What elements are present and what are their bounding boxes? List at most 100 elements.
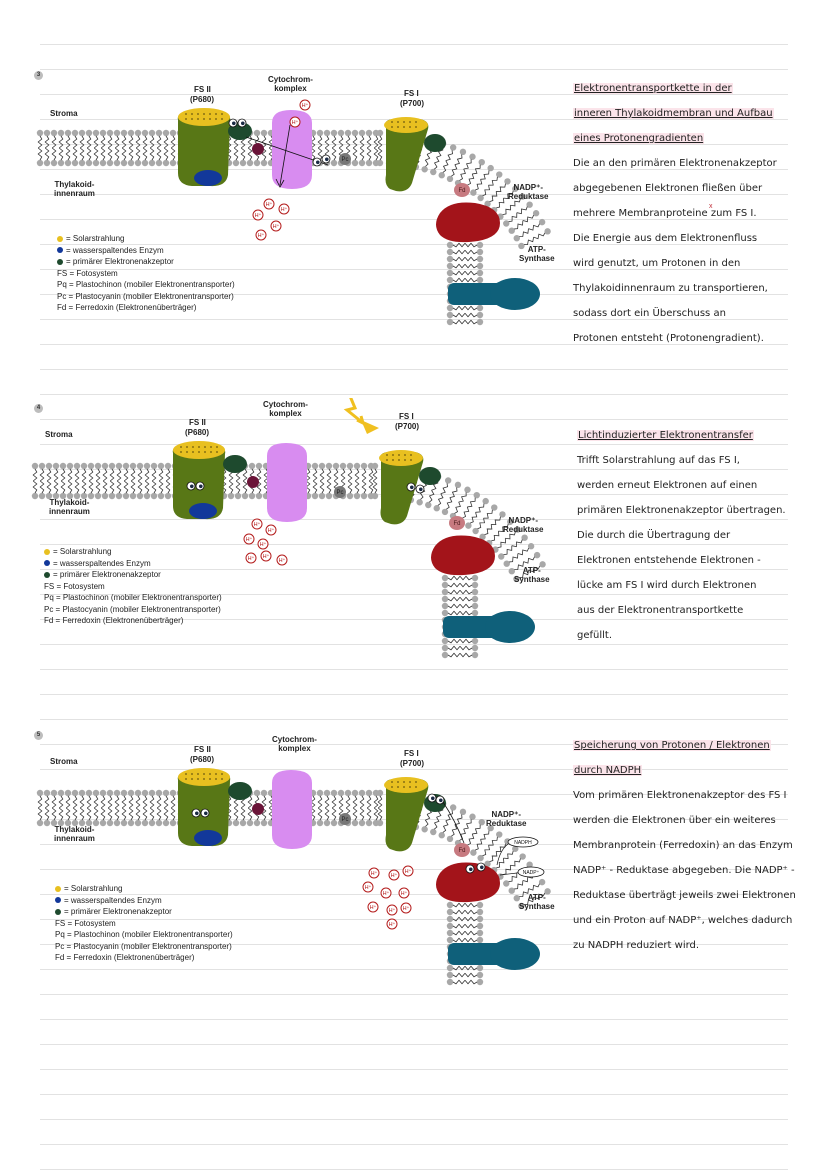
note-body-line: gefüllt.	[577, 630, 613, 641]
pc-label: Pc	[341, 157, 348, 163]
lipid-molecule	[87, 462, 95, 500]
note-body-line: zu NADPH reduziert wird.	[573, 940, 700, 951]
legend-item: FS = Fotosystem	[44, 581, 222, 593]
note-body-line: primären Elektronenakzeptor übertragen.	[577, 505, 786, 516]
note-body: Vom primären Elektronenakzeptor des FS I…	[573, 783, 796, 958]
h-ion-label: H⁺	[401, 890, 408, 897]
lipid-molecule	[78, 789, 86, 827]
lipid-molecule	[38, 462, 46, 500]
legend-item: Pq = Plastochinon (mobiler Elektronentra…	[44, 592, 222, 604]
note-title: Lichtinduzierter Elektronentransfer	[577, 423, 799, 448]
electron-icon	[476, 862, 486, 872]
lipid-molecule	[518, 888, 551, 910]
note-title-text: eines Protonengradienten	[573, 133, 705, 144]
lipid-molecule	[503, 201, 533, 227]
electron-icon	[228, 118, 238, 128]
legend-item: = primärer Elektronenakzeptor	[57, 256, 235, 268]
proton-h-ion: H⁺	[362, 881, 374, 893]
legend-item: = primärer Elektronenakzeptor	[44, 569, 222, 581]
note-body-line: werden die Elektronen über ein weiteres	[573, 815, 776, 826]
lipid-molecule	[441, 609, 479, 617]
lipid-molecule	[446, 269, 484, 277]
plastoquinone	[252, 803, 264, 815]
photosystem-1	[384, 117, 429, 192]
green-dot-icon	[44, 571, 50, 578]
lipid-molecule	[446, 311, 484, 319]
note-body-line: aus der Elektronentransportkette	[577, 605, 744, 616]
lipid-molecule	[446, 808, 467, 843]
lipid-molecule	[446, 915, 484, 923]
lipid-molecule	[99, 789, 107, 827]
legend-item: = wasserspaltendes Enzym	[57, 245, 235, 257]
lipid-molecule	[43, 789, 51, 827]
note-body-line: Die Energie aus dem Elektronenfluss	[573, 233, 758, 244]
legend-item: = wasserspaltendes Enzym	[44, 558, 222, 570]
lipid-molecule	[438, 804, 457, 839]
lipid-molecule	[330, 129, 338, 167]
lipid-molecule	[318, 462, 326, 500]
lipid-molecule	[490, 845, 519, 874]
lipid-molecule	[441, 644, 479, 652]
lipid-molecule	[351, 789, 359, 827]
legend-text: = wasserspaltendes Enzym	[53, 558, 151, 568]
lipid-molecule	[446, 978, 484, 986]
lipid-molecule	[80, 462, 88, 500]
proton-h-ion: H⁺	[260, 550, 272, 562]
stroma-label: Stroma	[45, 430, 73, 439]
lipid-molecule	[36, 789, 44, 827]
lipid-molecule	[446, 908, 484, 916]
legend-item: FS = Fotosystem	[55, 918, 233, 930]
h-ion-label: H⁺	[268, 527, 275, 534]
ferredoxin: Fd	[454, 843, 470, 857]
lipid-molecule	[106, 129, 114, 167]
lipid-molecule	[155, 789, 163, 827]
lipid-molecule	[477, 171, 503, 202]
lipid-molecule	[446, 241, 484, 249]
lipid-molecule	[513, 561, 546, 583]
legend-text: Pq = Plastochinon (mobiler Elektronentra…	[57, 280, 235, 289]
proton-h-ion: H⁺	[388, 869, 400, 881]
h-ion-label: H⁺	[292, 119, 299, 126]
lipid-molecule	[141, 789, 149, 827]
h-ion-label: H⁺	[403, 905, 410, 912]
lipid-molecule	[260, 129, 268, 167]
h-ion-label: H⁺	[365, 884, 372, 891]
solar-radiation-cap	[178, 768, 230, 786]
photosystem-2	[177, 768, 231, 847]
lumen-label: Thylakoid- innenraum	[49, 498, 90, 516]
photosystem-1	[379, 450, 424, 525]
proton-h-ion: H⁺	[265, 524, 277, 536]
proton-h-ion: H⁺	[255, 229, 267, 241]
fd-label: Fd	[453, 521, 460, 527]
note-title-line: durch NADPH	[573, 758, 795, 783]
atp-synthase-label: ATP- Synthase	[514, 566, 550, 584]
lipid-molecule	[157, 462, 165, 500]
lipid-molecule	[323, 789, 331, 827]
lipid-molecule	[113, 129, 121, 167]
h-ion-label: H⁺	[263, 553, 270, 560]
lipid-molecule	[164, 462, 172, 500]
nadp-reductase-label: NADP⁺- Reduktase	[486, 810, 527, 828]
note-title-line: Lichtinduzierter Elektronentransfer	[577, 423, 799, 448]
lipid-molecule	[358, 129, 366, 167]
lipid-molecule	[36, 129, 44, 167]
lipid-molecule	[503, 861, 533, 887]
legend: = Solarstrahlung= wasserspaltendes Enzym…	[55, 883, 233, 964]
pc-label: Pc	[341, 817, 348, 823]
electron-icon	[195, 481, 205, 491]
green-dot-icon	[57, 258, 63, 265]
lipid-molecule	[330, 789, 338, 827]
note-body: Trifft Solarstrahlung auf das FS I,werde…	[577, 448, 799, 648]
legend-text: Pc = Plastocyanin (mobiler Elektronentra…	[44, 604, 221, 614]
primary-electron-acceptor	[223, 455, 247, 473]
legend-item: = Solarstrahlung	[55, 883, 233, 895]
proton-h-ion: H⁺	[257, 538, 269, 550]
legend-text: FS = Fotosystem	[44, 581, 105, 591]
proton-h-ion: H⁺	[380, 887, 392, 899]
proton-h-ion: H⁺	[278, 203, 290, 215]
lipid-molecule	[365, 129, 373, 167]
lipid-molecule	[513, 218, 546, 242]
proton-h-ion: H⁺	[270, 220, 282, 232]
h-ion-label: H⁺	[246, 536, 253, 543]
